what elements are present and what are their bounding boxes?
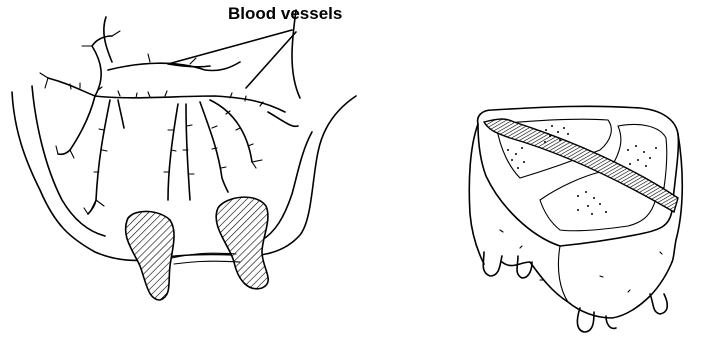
- blood-vessel-tree: [40, 31, 298, 214]
- label-leader-line: [168, 30, 292, 67]
- tissue-inner-outline: [32, 86, 105, 236]
- block-bottom-edge: [502, 262, 672, 318]
- vessel-center-left: [168, 104, 178, 200]
- blood-vessels-label: Blood vessels: [228, 4, 342, 24]
- drip-1: [483, 252, 502, 276]
- drip-4: [650, 294, 667, 314]
- hatched-strip: [484, 119, 678, 212]
- vessel-center-right: [200, 102, 228, 192]
- drip-3: [577, 308, 594, 332]
- hatched-body-left: [126, 211, 174, 300]
- right-block-figure: [469, 106, 682, 332]
- vessel-left: [88, 100, 110, 214]
- tissue-outline: [12, 92, 356, 260]
- hatched-body-right: [216, 197, 268, 289]
- block-left-side: [469, 124, 484, 264]
- drip-2: [517, 256, 532, 278]
- left-tissue-figure: [12, 10, 356, 300]
